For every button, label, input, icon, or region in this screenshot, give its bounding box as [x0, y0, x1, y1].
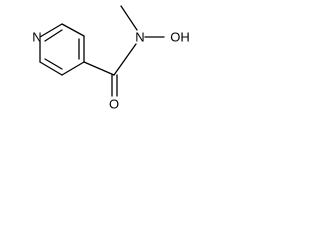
bond-carbonyl-amide-n [113, 43, 137, 76]
carbonyl-oxygen-label: O [109, 97, 119, 112]
pyridine-ring [39, 23, 85, 76]
hydroxyl-label: OH [170, 30, 190, 45]
ring-bond-c4-c5 [61, 61, 85, 76]
amide-nitrogen-label: N [135, 30, 144, 45]
bond-n-methyl [120, 5, 138, 31]
amide-chain [83, 5, 165, 97]
chemical-structure: N N O OH [32, 5, 190, 112]
ring-double-bond-n-c2 [44, 29, 63, 42]
ring-nitrogen-label: N [32, 30, 41, 45]
ring-bond-c2-c3 [61, 23, 85, 37]
ring-bond-n-c2 [39, 23, 63, 38]
bond-c3-carbonyl [83, 61, 115, 76]
ring-double-bond-c5-c6 [44, 58, 63, 70]
ring-bond-c5-c6 [39, 61, 63, 76]
